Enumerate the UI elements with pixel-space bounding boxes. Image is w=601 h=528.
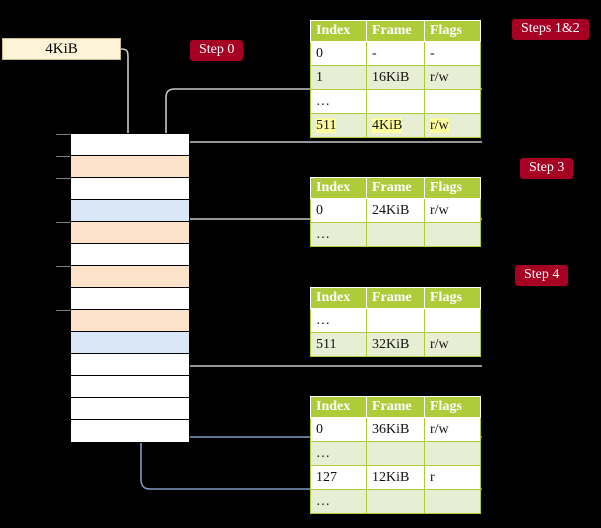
memory-tick-0 (56, 134, 70, 135)
table-row[interactable]: … (310, 308, 481, 333)
col-header-frame: Frame (366, 287, 425, 309)
cell-frame: - (366, 41, 425, 66)
cell-flags (424, 308, 481, 333)
memory-frame-2 (71, 178, 189, 200)
cell-frame: 32KiB (366, 332, 425, 357)
col-header-flags: Flags (424, 177, 481, 199)
wire-table3-row127-to-memory (140, 209, 482, 490)
cell-frame (366, 489, 425, 514)
cell-index: 511 (310, 332, 367, 357)
cell-flags (424, 222, 481, 247)
cell-flags: r/w (424, 332, 481, 357)
table-row[interactable]: … (310, 89, 481, 114)
cell-index: 0 (310, 41, 367, 66)
memory-tick-4 (56, 266, 70, 267)
cell-flags: r/w (424, 113, 481, 138)
memory-tick-1 (56, 156, 70, 157)
cell-flags (424, 441, 481, 466)
col-header-frame: Frame (366, 396, 425, 418)
cell-frame (366, 441, 425, 466)
cell-index: … (310, 308, 367, 333)
cell-index: … (310, 89, 367, 114)
col-header-index: Index (310, 20, 367, 42)
col-header-flags: Flags (424, 287, 481, 309)
cell-flags: r/w (424, 417, 481, 442)
cell-index: 127 (310, 465, 367, 490)
col-header-flags: Flags (424, 20, 481, 42)
cell-frame: 24KiB (366, 198, 425, 223)
wire-step0-4kib-to-memory (120, 48, 135, 154)
memory-frame-13 (71, 420, 189, 442)
memory-frame-11 (71, 376, 189, 398)
cell-flags: r (424, 465, 481, 490)
step-badge-step3: Step 3 (520, 158, 574, 179)
col-header-index: Index (310, 287, 367, 309)
step-badge-step0: Step 0 (190, 40, 244, 61)
cell-flags (424, 89, 481, 114)
step-badge-step4: Step 4 (515, 265, 569, 286)
cell-frame: 4KiB (366, 113, 425, 138)
memory-frame-5 (71, 244, 189, 266)
page-size-box: 4KiB (2, 38, 121, 60)
memory-frame-7 (71, 288, 189, 310)
cell-frame (366, 222, 425, 247)
table-row[interactable]: … (310, 222, 481, 247)
step-badge-steps12: Steps 1&2 (512, 19, 589, 40)
table-row[interactable]: … (310, 489, 481, 514)
memory-tick-2 (56, 178, 70, 179)
col-header-frame: Frame (366, 177, 425, 199)
cell-frame: 16KiB (366, 65, 425, 90)
cell-index: 0 (310, 198, 367, 223)
physical-memory-column (70, 133, 190, 443)
memory-tick-3 (56, 222, 70, 223)
memory-frame-4 (71, 222, 189, 244)
memory-frame-9 (71, 332, 189, 354)
cell-flags: r/w (424, 198, 481, 223)
cell-index: … (310, 222, 367, 247)
memory-frame-3 (71, 200, 189, 222)
cell-frame (366, 89, 425, 114)
memory-frame-1 (71, 156, 189, 178)
cell-frame (366, 308, 425, 333)
memory-frame-10 (71, 354, 189, 376)
table-row[interactable]: 0-- (310, 41, 481, 66)
cell-index: … (310, 441, 367, 466)
cell-frame: 12KiB (366, 465, 425, 490)
wire-memory-to-table0 (176, 141, 482, 162)
col-header-frame: Frame (366, 20, 425, 42)
col-header-index: Index (310, 396, 367, 418)
memory-frame-8 (71, 310, 189, 332)
cell-index: 1 (310, 65, 367, 90)
wire-table0-row1-to-memory (165, 88, 482, 246)
cell-flags: r/w (424, 65, 481, 90)
cell-flags: - (424, 41, 481, 66)
memory-frame-6 (71, 266, 189, 288)
col-header-flags: Flags (424, 396, 481, 418)
col-header-index: Index (310, 177, 367, 199)
cell-index: … (310, 489, 367, 514)
memory-frame-12 (71, 398, 189, 420)
cell-index: 511 (310, 113, 367, 138)
cell-flags (424, 489, 481, 514)
memory-tick-5 (56, 310, 70, 311)
table-row[interactable]: … (310, 441, 481, 466)
cell-index: 0 (310, 417, 367, 442)
memory-frame-0 (71, 134, 189, 156)
cell-frame: 36KiB (366, 417, 425, 442)
